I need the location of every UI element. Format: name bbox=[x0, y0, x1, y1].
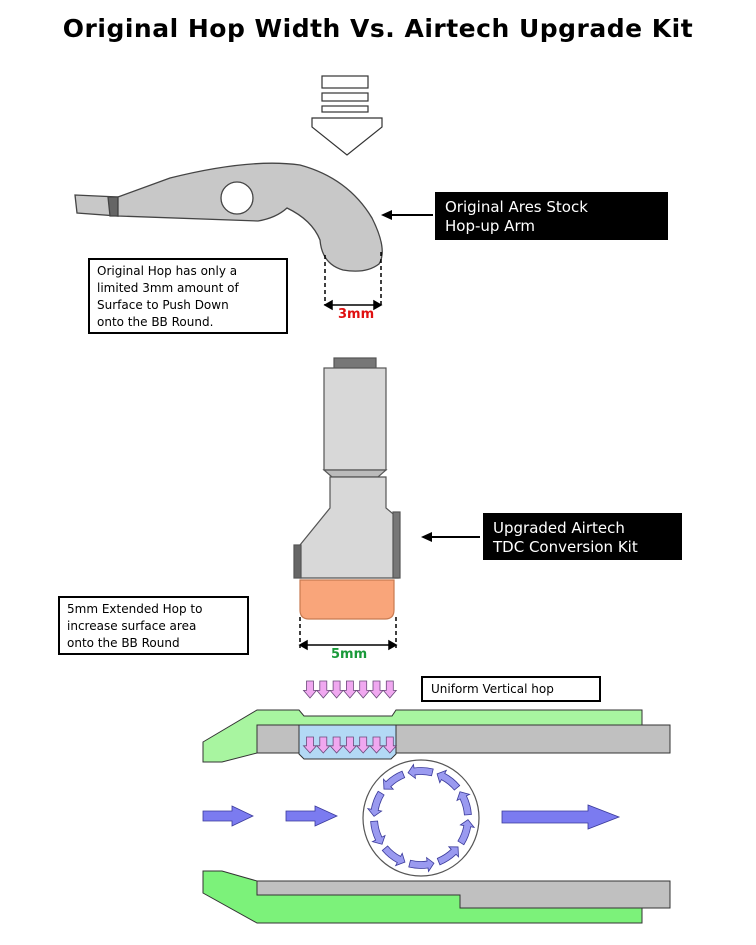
spin-arrow-icon bbox=[457, 819, 476, 846]
note-extended-hop: 5mm Extended Hop to increase surface are… bbox=[58, 596, 249, 655]
airflow-arrow-icon bbox=[202, 805, 254, 827]
dimension-3mm bbox=[323, 252, 383, 311]
spin-arrow-icon bbox=[436, 846, 459, 866]
barrel-bottom bbox=[202, 870, 671, 924]
spin-arrow-icon bbox=[408, 856, 435, 873]
label-line: TDC Conversion Kit bbox=[493, 538, 638, 556]
note-original-hop: Original Hop has only a limited 3mm amou… bbox=[88, 258, 288, 334]
pressure-arrow-icon bbox=[382, 680, 398, 699]
spin-arrow-icon bbox=[436, 769, 461, 791]
note-line: onto the BB Round bbox=[67, 636, 180, 650]
barrel-top bbox=[202, 709, 671, 763]
page-title: Original Hop Width Vs. Airtech Upgrade K… bbox=[62, 14, 694, 43]
pressure-arrow-icon bbox=[302, 680, 318, 699]
bb-round bbox=[362, 759, 480, 877]
dimension-5mm bbox=[298, 617, 398, 651]
label-line: Hop-up Arm bbox=[445, 217, 535, 235]
pressure-arrow-icon bbox=[369, 736, 384, 754]
pressure-arrows-pad bbox=[302, 736, 398, 754]
note-line: 5mm Extended Hop to bbox=[67, 602, 203, 616]
pressure-arrow-icon bbox=[342, 736, 358, 754]
push-down-arrow-icon bbox=[311, 75, 383, 156]
dimension-label-3mm: 3mm bbox=[338, 307, 375, 322]
pressure-arrow-icon bbox=[329, 736, 345, 754]
airflow-arrows bbox=[202, 804, 621, 830]
pointer-arrow-tdc bbox=[421, 532, 480, 542]
pressure-arrow-icon bbox=[382, 736, 398, 754]
airflow-arrow-icon bbox=[285, 805, 338, 827]
label-uniform-hop: Uniform Vertical hop bbox=[421, 676, 601, 702]
spin-arrow-icon bbox=[407, 763, 434, 780]
pressure-arrow-icon bbox=[329, 680, 344, 699]
spin-arrow-icon bbox=[383, 770, 406, 790]
note-line: Surface to Push Down bbox=[97, 298, 229, 312]
label-line: Original Ares Stock bbox=[445, 198, 588, 216]
pressure-arrow-icon bbox=[302, 736, 318, 754]
label-tdc-kit: Upgraded Airtech TDC Conversion Kit bbox=[483, 513, 682, 560]
stock-hop-arm bbox=[74, 162, 383, 272]
note-line: increase surface area bbox=[67, 619, 197, 633]
tdc-conversion-kit bbox=[293, 357, 401, 620]
spin-arrow-icon bbox=[366, 790, 385, 817]
label-line: Upgraded Airtech bbox=[493, 519, 625, 537]
label-stock-arm: Original Ares Stock Hop-up Arm bbox=[435, 192, 668, 240]
pressure-arrow-icon bbox=[355, 680, 371, 699]
spin-arrow-icon bbox=[370, 820, 386, 845]
pressure-arrow-icon bbox=[342, 680, 358, 699]
backspin-arrows bbox=[366, 763, 476, 873]
pointer-arrow-stock bbox=[381, 210, 433, 220]
dimension-label-5mm: 5mm bbox=[331, 647, 368, 662]
spin-arrow-icon bbox=[456, 791, 472, 816]
pressure-arrow-icon bbox=[315, 680, 331, 699]
pressure-arrow-icon bbox=[369, 680, 384, 699]
note-line: onto the BB Round. bbox=[97, 315, 214, 329]
note-line: limited 3mm amount of bbox=[97, 281, 239, 295]
note-line: Original Hop has only a bbox=[97, 264, 238, 278]
airflow-arrow-icon bbox=[501, 804, 621, 830]
pressure-arrow-icon bbox=[315, 736, 331, 754]
spin-arrow-icon bbox=[381, 845, 406, 867]
pressure-arrows-outside bbox=[302, 680, 398, 699]
pressure-arrow-icon bbox=[355, 736, 371, 754]
